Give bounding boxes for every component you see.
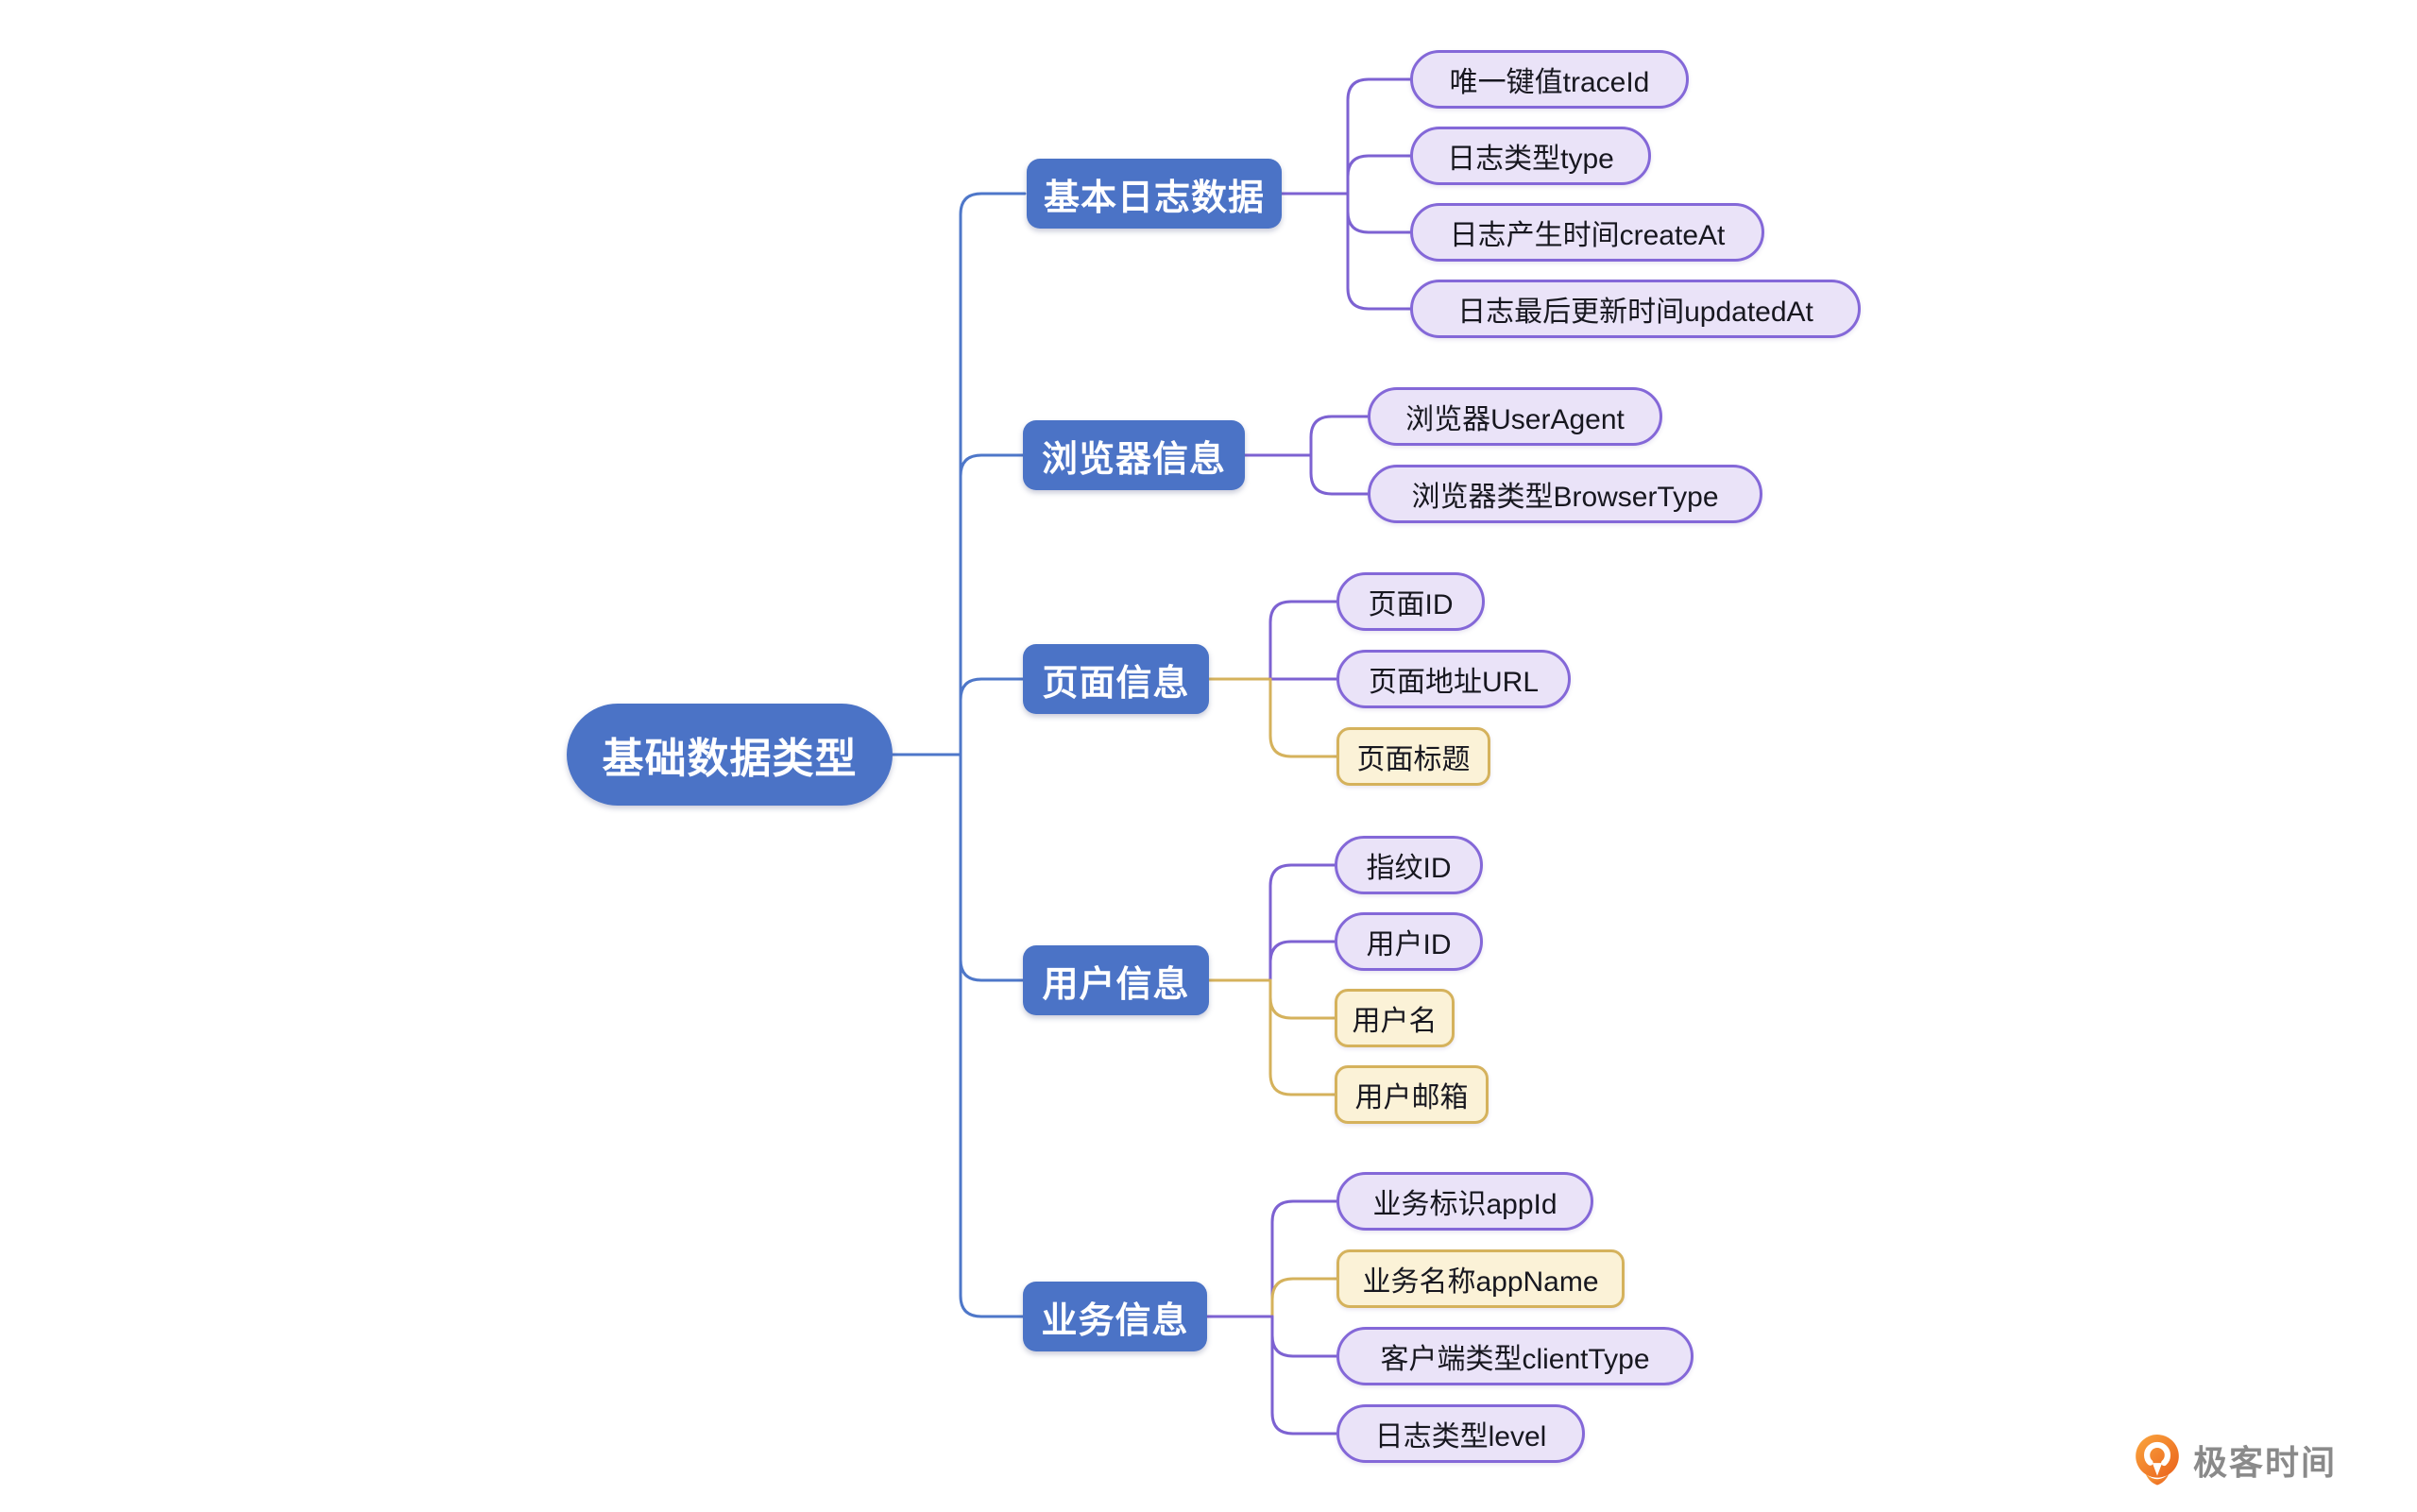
connector-edge	[1270, 1315, 1338, 1436]
child-node: 用户名	[1335, 989, 1455, 1047]
connector-edge	[1346, 192, 1412, 311]
branch-page-info: 页面信息	[1023, 644, 1209, 714]
connector-edge	[1268, 600, 1338, 681]
connector-edge	[1270, 1277, 1338, 1318]
connector-edge	[1309, 453, 1370, 496]
branch-user-info: 用户信息	[1023, 945, 1209, 1015]
connector-edge	[1270, 1199, 1338, 1318]
child-node: 业务名称appName	[1336, 1249, 1625, 1308]
child-node: 页面地址URL	[1336, 650, 1571, 708]
connector-edge	[959, 453, 1027, 478]
connector-edge	[959, 677, 1027, 702]
branch-basic-log-data: 基本日志数据	[1027, 159, 1282, 229]
child-node: 日志最后更新时间updatedAt	[1410, 280, 1861, 338]
connector-edge	[1268, 863, 1336, 982]
branch-business-info: 业务信息	[1023, 1282, 1207, 1351]
child-node: 用户邮箱	[1335, 1065, 1489, 1124]
child-node: 页面ID	[1336, 572, 1485, 631]
child-node: 浏览器UserAgent	[1368, 387, 1662, 446]
child-node: 日志类型level	[1336, 1404, 1585, 1463]
geektime-logo-text: 极客时间	[2193, 1443, 2338, 1482]
child-node: 日志类型type	[1410, 127, 1651, 185]
branch-browser-info: 浏览器信息	[1023, 420, 1245, 490]
connector-edge	[1268, 978, 1336, 1020]
connector-edge	[1268, 677, 1338, 758]
child-node: 浏览器类型BrowserType	[1368, 465, 1762, 523]
child-node: 客户端类型clientType	[1336, 1327, 1694, 1385]
geektime-logo: 极客时间	[2133, 1434, 2337, 1487]
child-node: 日志产生时间createAt	[1410, 203, 1764, 262]
child-node: 唯一键值traceId	[1410, 50, 1689, 109]
connector-edge	[1346, 154, 1412, 195]
connector-edge	[1346, 77, 1412, 195]
connector-edge	[959, 958, 1027, 982]
child-node: 业务标识appId	[1336, 1172, 1593, 1231]
connector-edge	[1268, 978, 1336, 1096]
child-node: 用户ID	[1335, 912, 1483, 971]
connector-edge	[1309, 415, 1370, 457]
connector-edge	[959, 192, 1027, 1318]
geektime-icon	[2136, 1435, 2179, 1486]
connector-edge	[1270, 1315, 1338, 1358]
connector-edge	[1346, 192, 1412, 234]
child-node: 页面标题	[1336, 727, 1490, 786]
root-node: 基础数据类型	[567, 704, 893, 806]
child-node: 指纹ID	[1335, 836, 1483, 894]
connector-edge	[1268, 940, 1336, 982]
